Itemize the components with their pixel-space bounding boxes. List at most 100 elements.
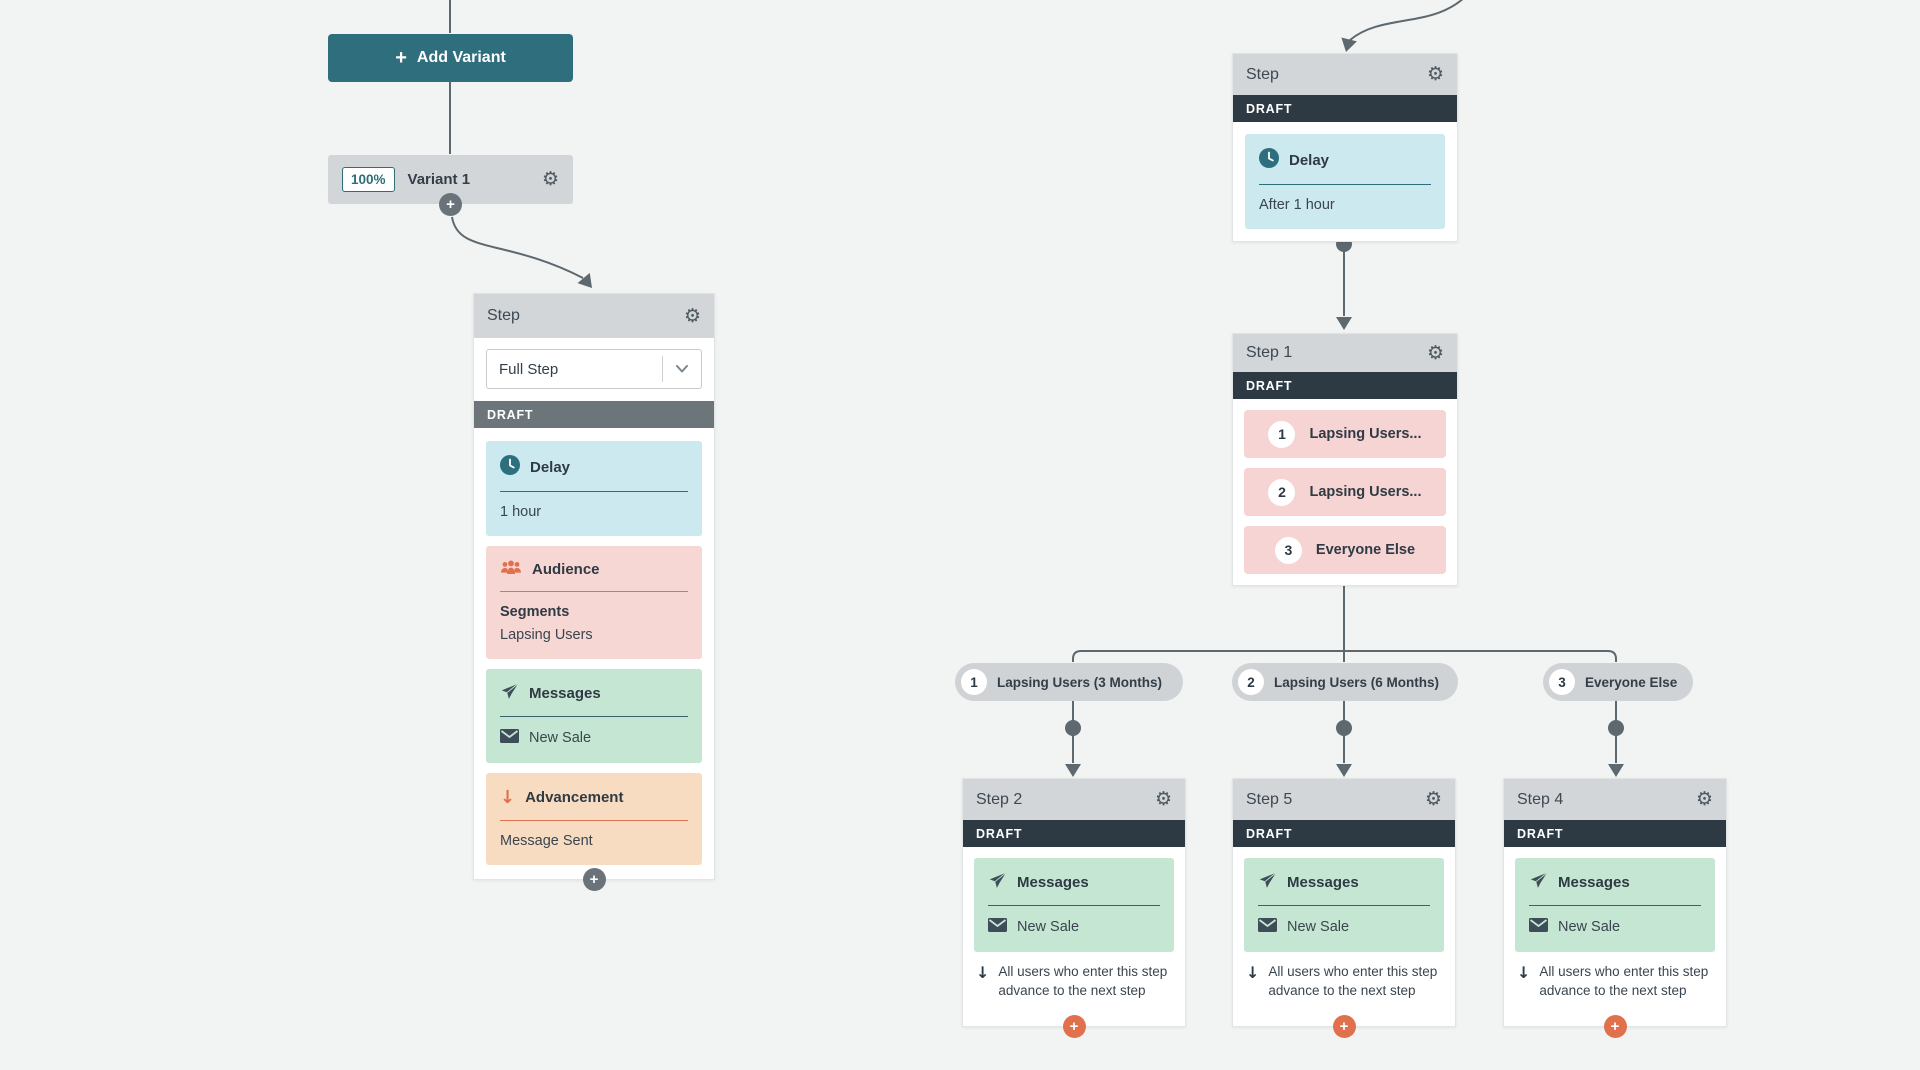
message-name: New Sale (529, 730, 592, 746)
delay-tile[interactable]: Delay 1 hour (486, 441, 702, 536)
audience-icon (500, 560, 522, 579)
plus-icon: + (446, 196, 455, 213)
arrowhead-into-step5 (1336, 764, 1352, 777)
messages-title: Messages (1017, 874, 1089, 891)
tile-divider (1259, 184, 1431, 185)
step-card-full: Step ⚙ Full Step DRAFT Delay (473, 293, 715, 891)
send-icon (988, 872, 1007, 893)
add-step-plus-button[interactable]: + (1603, 1015, 1627, 1038)
message-row: New Sale (500, 729, 688, 747)
step-card-message: Step 5 ⚙ DRAFT Messages New Sale (1232, 778, 1456, 1038)
status-badge: DRAFT (1233, 95, 1457, 122)
audience-subtitle: Segments (500, 604, 570, 620)
split-branch-row: 1 Lapsing Users... (1244, 410, 1446, 458)
branch-label: Lapsing Users... (1309, 426, 1422, 442)
step-card-header: Step 2 ⚙ (963, 779, 1185, 820)
gear-icon[interactable]: ⚙ (1695, 788, 1713, 810)
message-row: New Sale (988, 918, 1160, 936)
audience-tile-title-row: Audience (500, 560, 688, 579)
envelope-icon (988, 918, 1007, 936)
gear-icon[interactable]: ⚙ (1426, 63, 1444, 85)
step-type-select[interactable]: Full Step (486, 349, 702, 389)
advance-arrow-icon: ↓ (1246, 963, 1260, 982)
advance-arrow-icon: ↓ (976, 963, 990, 982)
messages-tile[interactable]: Messages New Sale (486, 669, 702, 763)
connector-variant-to-step (451, 216, 584, 279)
select-divider (662, 356, 663, 382)
gear-icon[interactable]: ⚙ (1426, 341, 1444, 364)
advancement-value: Message Sent (500, 833, 593, 849)
step-card-title: Step 5 (1246, 790, 1293, 808)
messages-title: Messages (1287, 874, 1359, 891)
connector-dot (1065, 720, 1081, 736)
branch-label: Everyone Else (1315, 542, 1416, 558)
step-card-title: Step 4 (1517, 790, 1564, 808)
tile-divider (1258, 905, 1430, 906)
messages-title: Messages (529, 685, 601, 702)
step-card-body: Messages New Sale ↓ All users who enter … (1233, 847, 1455, 1026)
split-branch-row: 2 Lapsing Users... (1244, 468, 1446, 516)
gear-icon[interactable]: ⚙ (541, 168, 559, 190)
messages-tile[interactable]: Messages New Sale (1515, 858, 1715, 952)
arrowhead-into-delay-step (1341, 37, 1357, 52)
messages-tile-title-row: Messages (1258, 872, 1430, 893)
add-step-plus-button[interactable]: + (439, 193, 462, 216)
step-type-value: Full Step (499, 360, 559, 378)
step-card-split: Step 1 ⚙ DRAFT 1 Lapsing Users... 2 Laps… (1232, 333, 1458, 586)
add-variant-label: Add Variant (416, 49, 506, 66)
step-card-header: Step 5 ⚙ (1233, 779, 1455, 820)
add-step-plus-button[interactable]: + (1062, 1015, 1086, 1038)
envelope-icon (1258, 918, 1277, 936)
branch-number-badge: 2 (1268, 478, 1296, 506)
step-card-header: Step 1 ⚙ (1233, 334, 1457, 372)
branch-number-badge: 1 (961, 669, 987, 695)
tile-divider (500, 820, 688, 821)
advance-note-text: All users who enter this step advance to… (1268, 964, 1438, 998)
delay-title: Delay (1289, 151, 1330, 169)
advance-note-text: All users who enter this step advance to… (1539, 964, 1709, 998)
step-card-title: Step (1246, 65, 1279, 83)
connector-top-to-delay-step (1349, 0, 1464, 41)
add-step-plus-button[interactable]: + (582, 868, 606, 891)
advance-arrow-icon: ↓ (500, 787, 516, 808)
step-card-header: Step 4 ⚙ (1504, 779, 1726, 820)
branch-number-badge: 2 (1238, 669, 1264, 695)
add-step-plus-button[interactable]: + (1332, 1015, 1356, 1038)
arrowhead-into-left-step (577, 272, 592, 288)
arrowhead-into-step1 (1336, 317, 1352, 330)
messages-tile[interactable]: Messages New Sale (1244, 858, 1444, 952)
gear-icon[interactable]: ⚙ (1154, 788, 1172, 810)
send-icon (500, 683, 519, 704)
gear-icon[interactable]: ⚙ (1424, 788, 1442, 810)
step-card-body: Delay 1 hour Audience Segments Lapsing U… (474, 428, 714, 879)
step-card-message: Step 2 ⚙ DRAFT Messages New Sale (962, 778, 1186, 1038)
messages-tile[interactable]: Messages New Sale (974, 858, 1174, 952)
audience-value: Lapsing Users (500, 627, 593, 643)
advancement-tile[interactable]: ↓ Advancement Message Sent (486, 773, 702, 865)
messages-title: Messages (1558, 874, 1630, 891)
step-card-delay: Step ⚙ DRAFT Delay After 1 hour (1232, 53, 1458, 242)
connector-dot (1336, 720, 1352, 736)
step-card-body: Messages New Sale ↓ All users who enter … (1504, 847, 1726, 1026)
message-name: New Sale (1287, 919, 1350, 935)
step-card-body: 1 Lapsing Users... 2 Lapsing Users... 3 … (1233, 399, 1457, 585)
step-card-header: Step ⚙ (474, 294, 714, 338)
gear-icon[interactable]: ⚙ (683, 304, 701, 327)
add-variant-button[interactable]: + Add Variant (328, 34, 573, 82)
plus-icon: + (1610, 1018, 1620, 1035)
delay-tile[interactable]: Delay After 1 hour (1245, 134, 1445, 229)
message-name: New Sale (1017, 919, 1080, 935)
branch-pill: 1 Lapsing Users (3 Months) (955, 663, 1183, 701)
step-card-body: Messages New Sale ↓ All users who enter … (963, 847, 1185, 1026)
advance-arrow-icon: ↓ (1517, 963, 1531, 982)
variant-node[interactable]: 100% Variant 1 ⚙ + (328, 155, 573, 216)
advancement-tile-title-row: ↓ Advancement (500, 787, 688, 808)
branch-pill: 3 Everyone Else (1543, 663, 1693, 701)
status-badge: DRAFT (963, 820, 1185, 847)
plus-icon: + (589, 871, 599, 888)
audience-tile[interactable]: Audience Segments Lapsing Users (486, 546, 702, 659)
messages-tile-title-row: Messages (988, 872, 1160, 893)
envelope-icon (1529, 918, 1548, 936)
advance-note: ↓ All users who enter this step advance … (1246, 963, 1442, 1000)
